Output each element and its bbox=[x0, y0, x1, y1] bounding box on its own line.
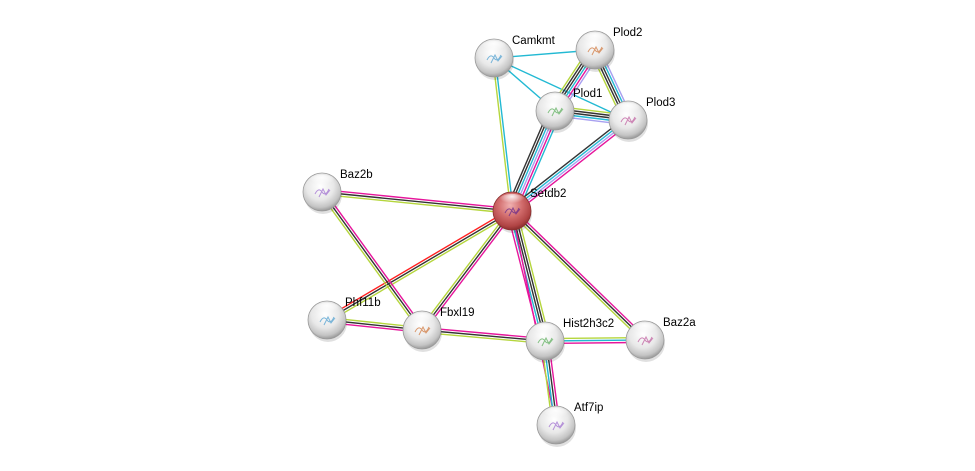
node-label: Atf7ip bbox=[574, 402, 603, 414]
edge-evidence-coexpression bbox=[321, 191, 423, 331]
protein-structure-icon bbox=[486, 53, 503, 64]
protein-structure-icon bbox=[547, 106, 564, 117]
edge-evidence-coexpression bbox=[511, 210, 546, 342]
edge-setdb2-phf11b[interactable] bbox=[325, 208, 514, 323]
edge-evidence-experiments bbox=[423, 212, 515, 332]
edge-evidence-experiments bbox=[513, 208, 648, 339]
protein-structure-icon bbox=[620, 115, 637, 126]
edge-fbxl19-hist2h3c2[interactable] bbox=[421, 326, 546, 345]
protein-structure-icon bbox=[548, 420, 565, 431]
node-phf11b[interactable]: Phf11b bbox=[307, 297, 381, 342]
edge-evidence-textmining bbox=[515, 209, 551, 340]
edge-evidence-coexpression bbox=[511, 210, 646, 341]
edge-evidence-textmining bbox=[321, 193, 512, 215]
edge-evidence-textmining bbox=[327, 212, 514, 323]
edge-evidence-coexpression bbox=[509, 116, 627, 209]
edge-evidence-experiments bbox=[513, 122, 631, 215]
node-plod1[interactable]: Plod1 bbox=[535, 88, 602, 133]
edge-evidence-textmining bbox=[421, 331, 545, 345]
edge-camkmt-setdb2[interactable] bbox=[492, 57, 514, 212]
edge-evidence-experiments bbox=[422, 326, 546, 340]
node-label: Plod3 bbox=[646, 97, 675, 109]
node-plod2[interactable]: Plod2 bbox=[575, 27, 642, 72]
edge-evidence-coexpression bbox=[421, 329, 546, 342]
node-highlight bbox=[498, 193, 526, 208]
node-highlight bbox=[614, 102, 642, 117]
edge-evidence-textmining bbox=[319, 192, 421, 332]
node-highlight bbox=[581, 32, 609, 47]
edge-evidence-gene-fusion bbox=[325, 208, 512, 319]
edge-evidence-textmining bbox=[419, 209, 511, 329]
edge-setdb2-baz2a[interactable] bbox=[509, 208, 648, 343]
protein-structure-icon bbox=[504, 206, 521, 217]
node-highlight bbox=[408, 312, 436, 327]
node-baz2a[interactable]: Baz2a bbox=[625, 317, 696, 362]
edge-setdb2-fbxl19[interactable] bbox=[419, 209, 515, 332]
node-camkmt[interactable]: Camkmt bbox=[474, 35, 556, 80]
node-label: Fbxl19 bbox=[440, 307, 475, 319]
edge-camkmt-plod3[interactable] bbox=[493, 57, 629, 121]
node-label: Hist2h3c2 bbox=[563, 318, 614, 330]
edge-setdb2-plod3[interactable] bbox=[509, 116, 631, 215]
node-highlight bbox=[631, 322, 659, 337]
edges-layer bbox=[319, 46, 648, 426]
node-fbxl19[interactable]: Fbxl19 bbox=[402, 307, 475, 352]
node-baz2b[interactable]: Baz2b bbox=[302, 169, 373, 214]
edge-setdb2-atf7ip[interactable] bbox=[511, 210, 557, 426]
edge-evidence-experiments bbox=[511, 210, 557, 426]
protein-structure-icon bbox=[537, 336, 554, 347]
node-hist2h3c2[interactable]: Hist2h3c2 bbox=[525, 318, 614, 363]
node-highlight bbox=[541, 93, 569, 108]
node-label: Baz2a bbox=[663, 317, 696, 329]
edge-evidence-homology bbox=[512, 120, 630, 213]
protein-structure-icon bbox=[414, 325, 431, 336]
edge-evidence-experiments bbox=[323, 190, 425, 330]
nodes-layer: Setdb2 Camkmt Plod2Plod1Plod3Baz2bPhf11bFb… bbox=[302, 27, 696, 447]
edge-evidence-textmining bbox=[509, 212, 644, 343]
node-highlight bbox=[542, 407, 570, 422]
node-highlight bbox=[313, 302, 341, 317]
node-atf7ip[interactable]: Atf7ip bbox=[536, 402, 603, 447]
node-highlight bbox=[480, 40, 508, 55]
edge-evidence-coexpression bbox=[326, 210, 513, 321]
protein-structure-icon bbox=[587, 45, 604, 56]
protein-structure-icon bbox=[637, 335, 654, 346]
protein-structure-icon bbox=[319, 315, 336, 326]
edge-evidence-textmining bbox=[492, 58, 512, 212]
node-label: Camkmt bbox=[512, 35, 556, 47]
edge-evidence-databases bbox=[493, 57, 629, 121]
node-label: Plod2 bbox=[613, 27, 642, 39]
node-label: Plod1 bbox=[573, 88, 602, 100]
node-label: Baz2b bbox=[340, 169, 373, 181]
edge-evidence-databases bbox=[494, 57, 514, 211]
edge-evidence-databases bbox=[510, 118, 628, 211]
node-highlight bbox=[531, 323, 559, 338]
protein-structure-icon bbox=[314, 187, 331, 198]
node-label: Phf11b bbox=[345, 297, 381, 309]
edge-evidence-coexpression bbox=[513, 210, 549, 341]
edge-evidence-coexpression bbox=[421, 210, 513, 331]
edge-evidence-coexpression bbox=[321, 191, 513, 212]
node-setdb2[interactable]: Setdb2 bbox=[492, 188, 566, 233]
edge-baz2b-fbxl19[interactable] bbox=[319, 190, 425, 332]
node-label: Setdb2 bbox=[530, 188, 566, 200]
edge-setdb2-hist2h3c2[interactable] bbox=[506, 209, 551, 343]
node-highlight bbox=[308, 174, 336, 189]
edge-evidence-experiments bbox=[322, 188, 513, 210]
edge-setdb2-baz2b[interactable] bbox=[321, 188, 513, 215]
node-plod3[interactable]: Plod3 bbox=[608, 97, 675, 142]
